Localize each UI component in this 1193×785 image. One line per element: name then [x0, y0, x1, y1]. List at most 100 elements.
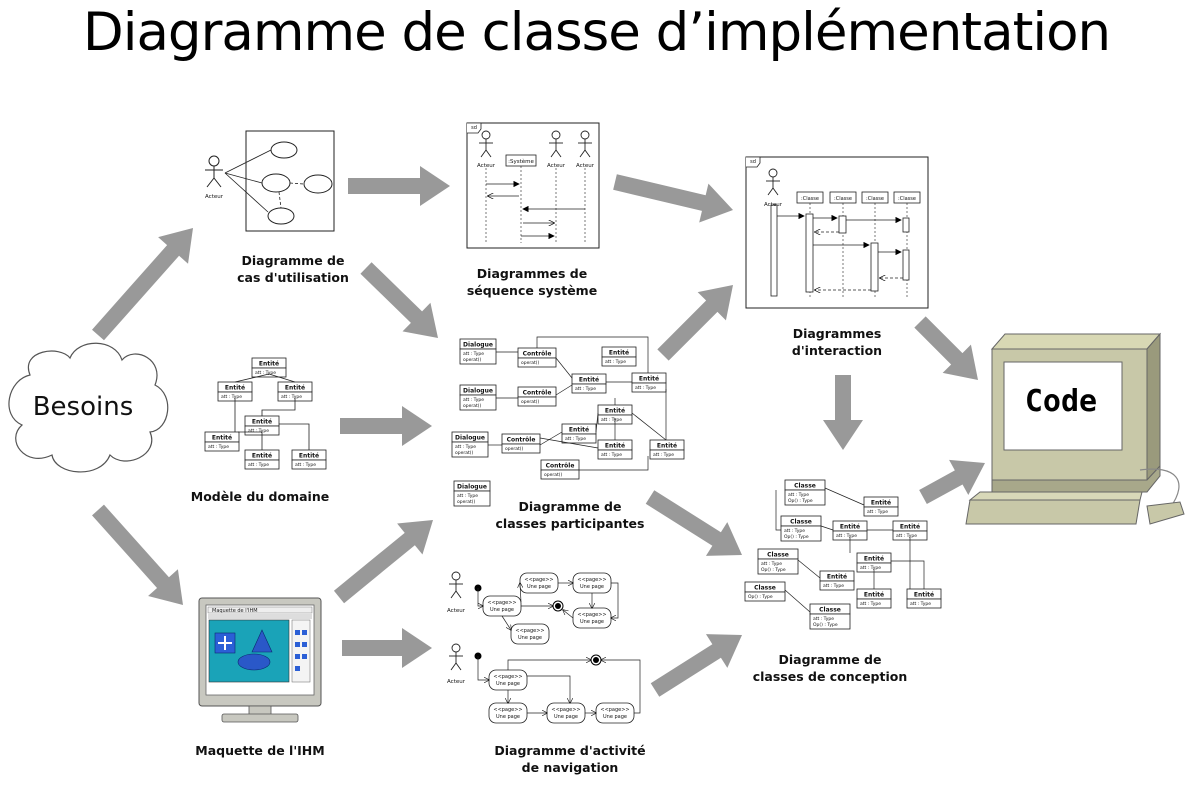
svg-text:Dialogue: Dialogue [455, 435, 485, 442]
flow-arrow [914, 316, 978, 380]
svg-text:Entité: Entité [914, 592, 934, 599]
svg-text:Entité: Entité [225, 385, 245, 392]
caption-domain-model: Modèle du domaine [190, 489, 330, 504]
flow-arrow [613, 174, 733, 223]
svg-text:operat(): operat() [463, 357, 482, 363]
svg-text:att : Type: att : Type [910, 601, 931, 607]
page-title: Diagramme de classe d’implémentation [82, 2, 1111, 63]
svg-text:<<page>>: <<page>> [551, 707, 580, 713]
svg-text:att : Type: att : Type [455, 444, 476, 450]
svg-text:operat(): operat() [457, 499, 476, 505]
svg-text:operat(): operat() [505, 446, 524, 452]
svg-text:Une page: Une page [554, 714, 578, 720]
svg-text:<<page>>: <<page>> [577, 612, 606, 618]
svg-text:att : Type: att : Type [601, 417, 622, 423]
svg-text:Op() : Type: Op() : Type [784, 534, 809, 540]
svg-text:Op() : Type: Op() : Type [813, 622, 838, 628]
svg-text:operat(): operat() [463, 403, 482, 409]
svg-text:<<page>>: <<page>> [515, 628, 544, 634]
svg-text:att : Type: att : Type [221, 394, 242, 400]
svg-text:Une page: Une page [518, 635, 542, 641]
svg-text:att : Type: att : Type [575, 386, 596, 392]
class-instance-label: :Classe [866, 196, 884, 202]
svg-text:att : Type: att : Type [601, 452, 622, 458]
svg-text:Op() : Type: Op() : Type [748, 594, 773, 600]
svg-text:Entité: Entité [299, 453, 319, 460]
svg-text:Classe: Classe [754, 585, 776, 592]
actor-label: Acteur [547, 163, 566, 169]
svg-text:att : Type: att : Type [836, 533, 857, 539]
flow-arrow [823, 375, 863, 450]
svg-text:att : Type: att : Type [653, 452, 674, 458]
actor-label: Acteur [764, 202, 783, 208]
flow-arrow [657, 285, 733, 361]
svg-text:att : Type: att : Type [784, 528, 805, 534]
flow-arrows [92, 166, 985, 697]
svg-text:att : Type: att : Type [248, 428, 269, 434]
svg-text:<<page>>: <<page>> [487, 600, 516, 606]
svg-text:<<page>>: <<page>> [493, 707, 522, 713]
flow-arrow [92, 504, 183, 605]
svg-text:Dialogue: Dialogue [463, 388, 493, 395]
svg-text:att : Type: att : Type [463, 397, 484, 403]
svg-text:Entité: Entité [252, 453, 272, 460]
svg-text:Contrôle: Contrôle [523, 351, 552, 358]
code-label: Code [1024, 384, 1098, 419]
flow-arrow [360, 262, 438, 338]
system-sequence-diagram [466, 122, 600, 249]
svg-text:Une page: Une page [496, 681, 520, 687]
svg-text:Classe: Classe [767, 552, 789, 559]
svg-text:Entité: Entité [639, 376, 659, 383]
svg-text:att : Type: att : Type [788, 492, 809, 498]
svg-text:Une page: Une page [527, 584, 551, 590]
svg-text:att : Type: att : Type [208, 444, 229, 450]
actor-label: Acteur [576, 163, 595, 169]
svg-text:att : Type: att : Type [281, 394, 302, 400]
flow-arrow [92, 228, 193, 341]
svg-text:att : Type: att : Type [605, 359, 626, 365]
svg-text:att : Type: att : Type [761, 561, 782, 567]
svg-text:att : Type: att : Type [248, 462, 269, 468]
svg-text:Classe: Classe [819, 607, 841, 614]
activity-diagram: <<page>>Une page<<page>>Une page<<page>>… [449, 571, 641, 724]
svg-text:Une page: Une page [580, 584, 604, 590]
svg-text:Contrôle: Contrôle [546, 463, 575, 470]
svg-text:Op() : Type: Op() : Type [788, 498, 813, 504]
flow-arrow [342, 628, 432, 668]
svg-text:Entité: Entité [252, 419, 272, 426]
svg-text:Entité: Entité [605, 408, 625, 415]
svg-text:Entité: Entité [864, 556, 884, 563]
flow-arrow [340, 406, 432, 446]
svg-text:operat(): operat() [455, 450, 474, 456]
svg-text:<<page>>: <<page>> [493, 674, 522, 680]
flow-arrow [348, 166, 450, 206]
actor-figure [449, 643, 463, 671]
svg-text:Contrôle: Contrôle [507, 437, 536, 444]
svg-text:att : Type: att : Type [860, 601, 881, 607]
svg-text:Entité: Entité [871, 500, 891, 507]
svg-text:Entité: Entité [259, 361, 279, 368]
svg-text:Maquette de l'IHM: Maquette de l'IHM [212, 608, 258, 614]
svg-text:att : Type: att : Type [867, 509, 888, 515]
svg-text:att : Type: att : Type [255, 370, 276, 376]
code-computer [965, 332, 1185, 525]
sd-label: sd [750, 159, 756, 165]
use-case-diagram [205, 130, 335, 232]
svg-text:Entité: Entité [212, 435, 232, 442]
class-instance-label: :Classe [898, 196, 916, 202]
svg-text:att : Type: att : Type [457, 493, 478, 499]
svg-text:Entité: Entité [569, 427, 589, 434]
svg-text:Entité: Entité [900, 524, 920, 531]
svg-text:Une page: Une page [496, 714, 520, 720]
actor-label: Acteur [447, 608, 466, 614]
interaction-diagram [745, 156, 929, 309]
actor-figure [449, 571, 463, 599]
flow-arrow [333, 520, 433, 604]
system-label: :Système [508, 158, 534, 165]
flow-arrow [650, 634, 742, 697]
